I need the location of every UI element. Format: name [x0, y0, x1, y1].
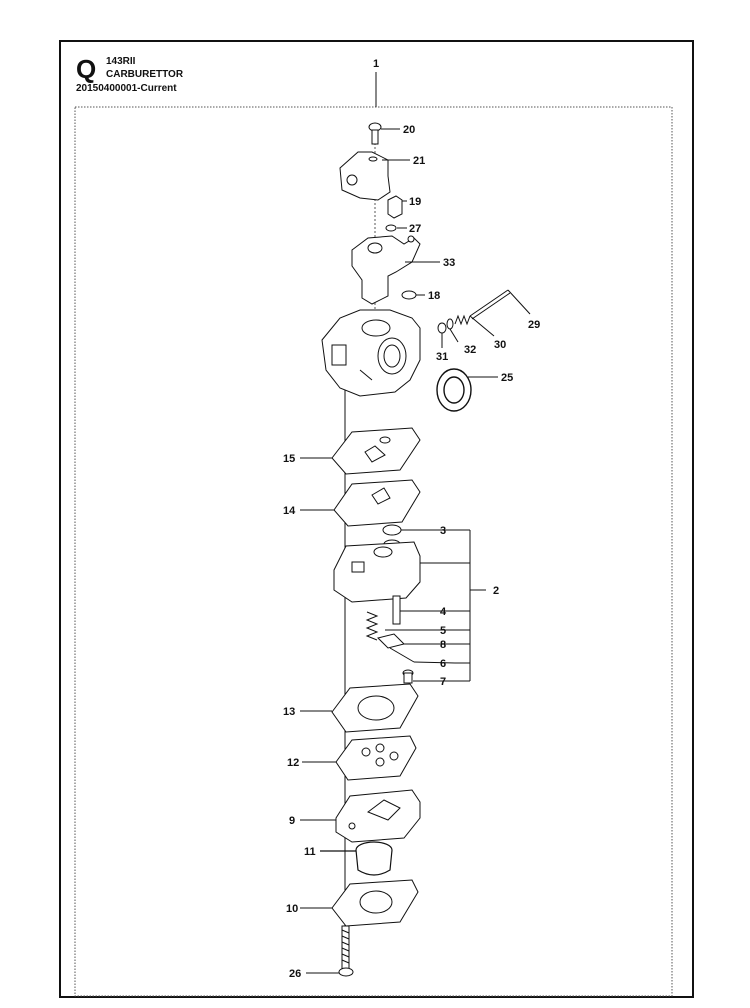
- callout-1: 1: [373, 58, 379, 70]
- part-27-washer: [385, 224, 407, 232]
- callout-15: 15: [283, 453, 295, 465]
- callout-31: 31: [436, 351, 448, 363]
- callout-18: 18: [428, 290, 440, 302]
- sheet-letter: Q: [76, 54, 97, 84]
- part-33-throttle-valve: [351, 235, 440, 305]
- group-bracket-2: [455, 529, 486, 682]
- callout-26: 26: [289, 968, 301, 980]
- callout-21: 21: [413, 155, 425, 167]
- page-frame: [59, 40, 694, 998]
- callout-12: 12: [287, 757, 299, 769]
- callout-11: 11: [304, 846, 316, 858]
- part-10-cover: [300, 879, 419, 927]
- carburettor-body: [321, 309, 421, 397]
- callout-32: 32: [464, 344, 476, 356]
- part-9-pump-cover: [300, 789, 421, 843]
- part-30-spring: [454, 314, 495, 337]
- serial-range: 20150400001-Current: [76, 83, 177, 94]
- callout-2: 2: [493, 585, 499, 597]
- part-14-diaphragm: [300, 479, 421, 527]
- callout-14: 14: [283, 505, 296, 517]
- part-20-screw: [368, 122, 400, 145]
- part-5-spring: [365, 611, 455, 641]
- callout-3: 3: [440, 525, 446, 537]
- callout-27: 27: [409, 223, 421, 235]
- part-19-cap: [387, 195, 407, 219]
- callout-29: 29: [528, 319, 540, 331]
- part-6-pin: [389, 647, 456, 664]
- callout-30: 30: [494, 339, 506, 351]
- callout-5: 5: [440, 625, 446, 637]
- part-7-screw: [402, 669, 455, 684]
- callout-20: 20: [403, 124, 415, 136]
- callout-25: 25: [501, 372, 513, 384]
- callout-33: 33: [443, 257, 455, 269]
- diagram-title: CARBURETTOR: [106, 69, 184, 80]
- part-13-gasket: [300, 683, 419, 733]
- callout-8: 8: [440, 639, 446, 651]
- model-name: 143RII: [106, 56, 136, 67]
- part-18-clip: [401, 290, 425, 300]
- part-15-gasket: [300, 427, 421, 475]
- part-32-washer: [446, 318, 459, 343]
- callout-13: 13: [283, 706, 295, 718]
- callout-7: 7: [440, 676, 446, 688]
- part-29-needle: [469, 289, 531, 320]
- part-26-screw: [306, 925, 354, 977]
- callout-9: 9: [289, 815, 295, 827]
- callout-19: 19: [409, 196, 421, 208]
- assembly-boundary: [74, 106, 673, 997]
- part-12-diaphragm: [302, 735, 417, 781]
- part-8-lever: [377, 633, 455, 649]
- part-21-bracket: [339, 151, 410, 201]
- part-25-gasket-ring: [436, 368, 498, 412]
- callout-10: 10: [286, 903, 298, 915]
- callout-6: 6: [440, 658, 446, 670]
- part-11-cup: [320, 841, 393, 876]
- part-31-oring: [437, 322, 447, 348]
- part-4-needle: [392, 595, 455, 625]
- callout-4: 4: [440, 606, 447, 618]
- metering-body: [333, 541, 470, 603]
